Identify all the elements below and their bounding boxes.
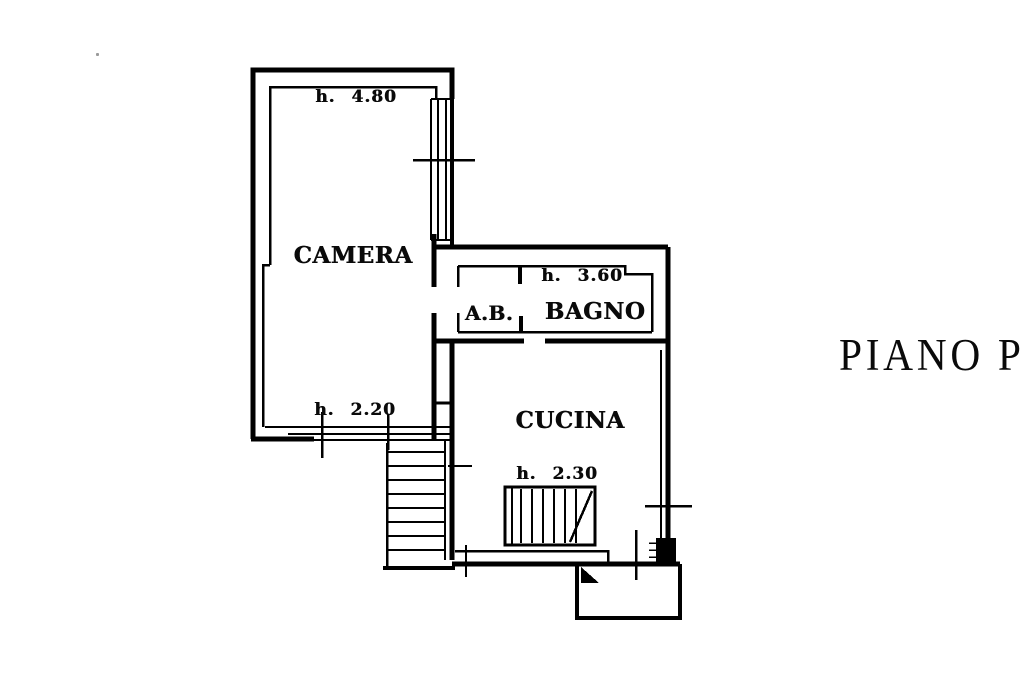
camera-right-window [413,98,475,247]
cucina-walls [448,341,692,577]
bagno-room-label: BAGNO [544,298,646,325]
bagno-walls [434,244,671,545]
external-staircase [383,440,455,570]
camera-bottom-windows [265,412,450,458]
stair-treads [387,451,445,551]
camera-height-bottom-label: h. 2.20 [314,400,396,420]
balcony [575,530,682,620]
cucina-room-label: CUCINA [515,407,625,434]
camera-room-walls [250,67,455,442]
camera-room-label: CAMERA [293,242,413,269]
bagno-height-label: h. 3.60 [541,266,623,286]
pillar [656,538,676,564]
floor-title: PIANO P [839,330,1024,380]
scan-artifact-dot [96,53,99,56]
stair-diagonal [568,490,594,543]
threshold-triangle [581,567,599,583]
internal-staircase [503,485,597,547]
stair-hatching [520,489,577,543]
antibagno-room-label: A.B. [464,301,514,325]
camera-height-top-label: h. 4.80 [315,87,397,107]
camera-right-wall [431,234,452,440]
cucina-height-label: h. 2.30 [516,464,598,484]
